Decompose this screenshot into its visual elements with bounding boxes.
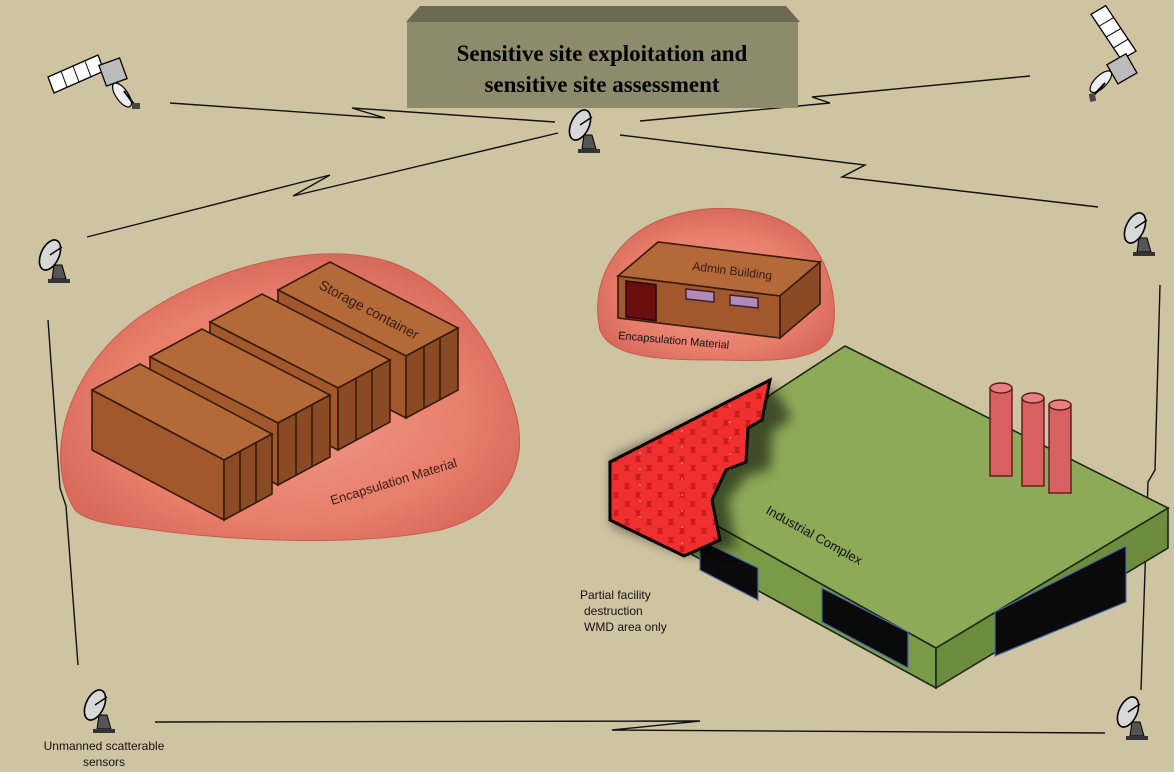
admin-building — [616, 241, 822, 340]
page-title-line2: sensitive site assessment — [484, 72, 719, 97]
sensors-label-1: Unmanned scatterable — [44, 739, 165, 753]
wmd-destruction-area — [608, 377, 792, 558]
partial-destruction-label-2: destruction — [584, 604, 643, 618]
partial-destruction-label-1: Partial facility — [580, 588, 651, 602]
sensors-label-2: sensors — [83, 755, 125, 769]
title-box: Sensitive site exploitation and sensitiv… — [406, 6, 800, 108]
page-title-line1: Sensitive site exploitation and — [457, 41, 748, 66]
chimneys — [989, 382, 1072, 494]
partial-destruction-label-3: WMD area only — [584, 620, 667, 634]
communication-links — [47, 75, 1161, 734]
storage-containers — [90, 261, 460, 522]
